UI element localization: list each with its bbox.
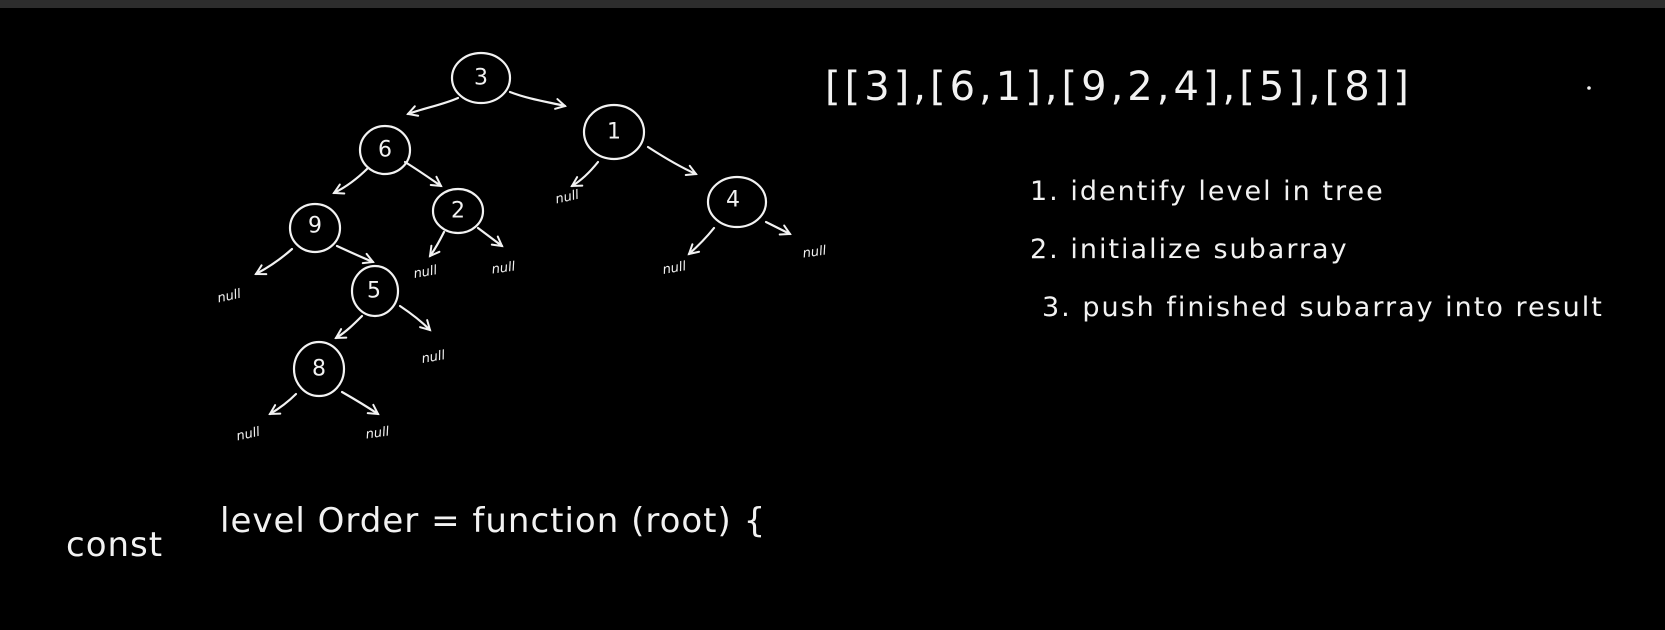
tree-node-8: 8 <box>292 340 346 398</box>
null-label: null <box>216 287 243 307</box>
tree-node-5: 5 <box>350 264 400 318</box>
edge-1-4 <box>646 145 698 176</box>
edge-8-null-right <box>340 390 380 416</box>
edge-2-null-left <box>428 230 446 258</box>
null-label: null <box>235 425 262 445</box>
edge-4-null-left <box>687 226 716 256</box>
result-array: [[3],[6,1],[9,2,4],[5],[8]] <box>825 64 1413 110</box>
null-label: null <box>412 263 438 282</box>
tree-nodes: 3 6 1 9 2 4 5 8 <box>288 51 768 398</box>
code-signature: level Order = function (root) { <box>220 501 766 541</box>
null-labels: null null null null null null null null … <box>216 188 828 445</box>
edge-3-6 <box>406 96 460 117</box>
edge-5-null <box>398 304 432 332</box>
tree-node-3: 3 <box>450 51 512 105</box>
node-label-1: 1 <box>607 120 621 145</box>
null-label: null <box>365 424 391 442</box>
edge-4-null-right <box>764 220 792 236</box>
edge-9-null <box>254 247 294 276</box>
tree-node-4: 4 <box>706 175 768 229</box>
tree-node-2: 2 <box>431 187 485 235</box>
node-label-8: 8 <box>312 357 326 382</box>
step-2: 2. initialize subarray <box>1030 234 1349 265</box>
tree-edges <box>254 90 792 416</box>
edge-1-null <box>570 160 600 188</box>
edge-6-2 <box>403 160 443 188</box>
steps-list: 1. identify level in tree 2. initialize … <box>1030 176 1604 323</box>
edge-2-null-right <box>476 226 504 248</box>
null-label: null <box>491 259 517 277</box>
code-line: const level Order = function (root) { <box>66 501 766 565</box>
edge-9-5 <box>335 244 375 265</box>
null-label: null <box>420 348 446 367</box>
null-label: null <box>661 259 687 278</box>
tree-node-1: 1 <box>582 103 646 161</box>
node-label-2: 2 <box>451 199 465 224</box>
null-label: null <box>802 243 828 261</box>
node-label-4: 4 <box>726 188 740 213</box>
step-3: 3. push finished subarray into result <box>1042 292 1604 323</box>
node-label-9: 9 <box>308 214 322 239</box>
stray-dot <box>1587 86 1591 90</box>
edge-8-null-left <box>268 392 298 416</box>
node-label-3: 3 <box>474 66 488 91</box>
edge-6-9 <box>332 166 370 195</box>
step-1: 1. identify level in tree <box>1030 176 1385 207</box>
tree-node-6: 6 <box>358 124 412 176</box>
code-keyword: const <box>66 525 163 565</box>
edge-3-1 <box>508 90 568 110</box>
node-label-6: 6 <box>378 138 392 163</box>
window-top-bar <box>0 0 1665 8</box>
null-label: null <box>554 188 581 208</box>
edge-5-8 <box>334 314 364 340</box>
node-label-5: 5 <box>367 279 381 304</box>
tree-node-9: 9 <box>288 202 342 254</box>
